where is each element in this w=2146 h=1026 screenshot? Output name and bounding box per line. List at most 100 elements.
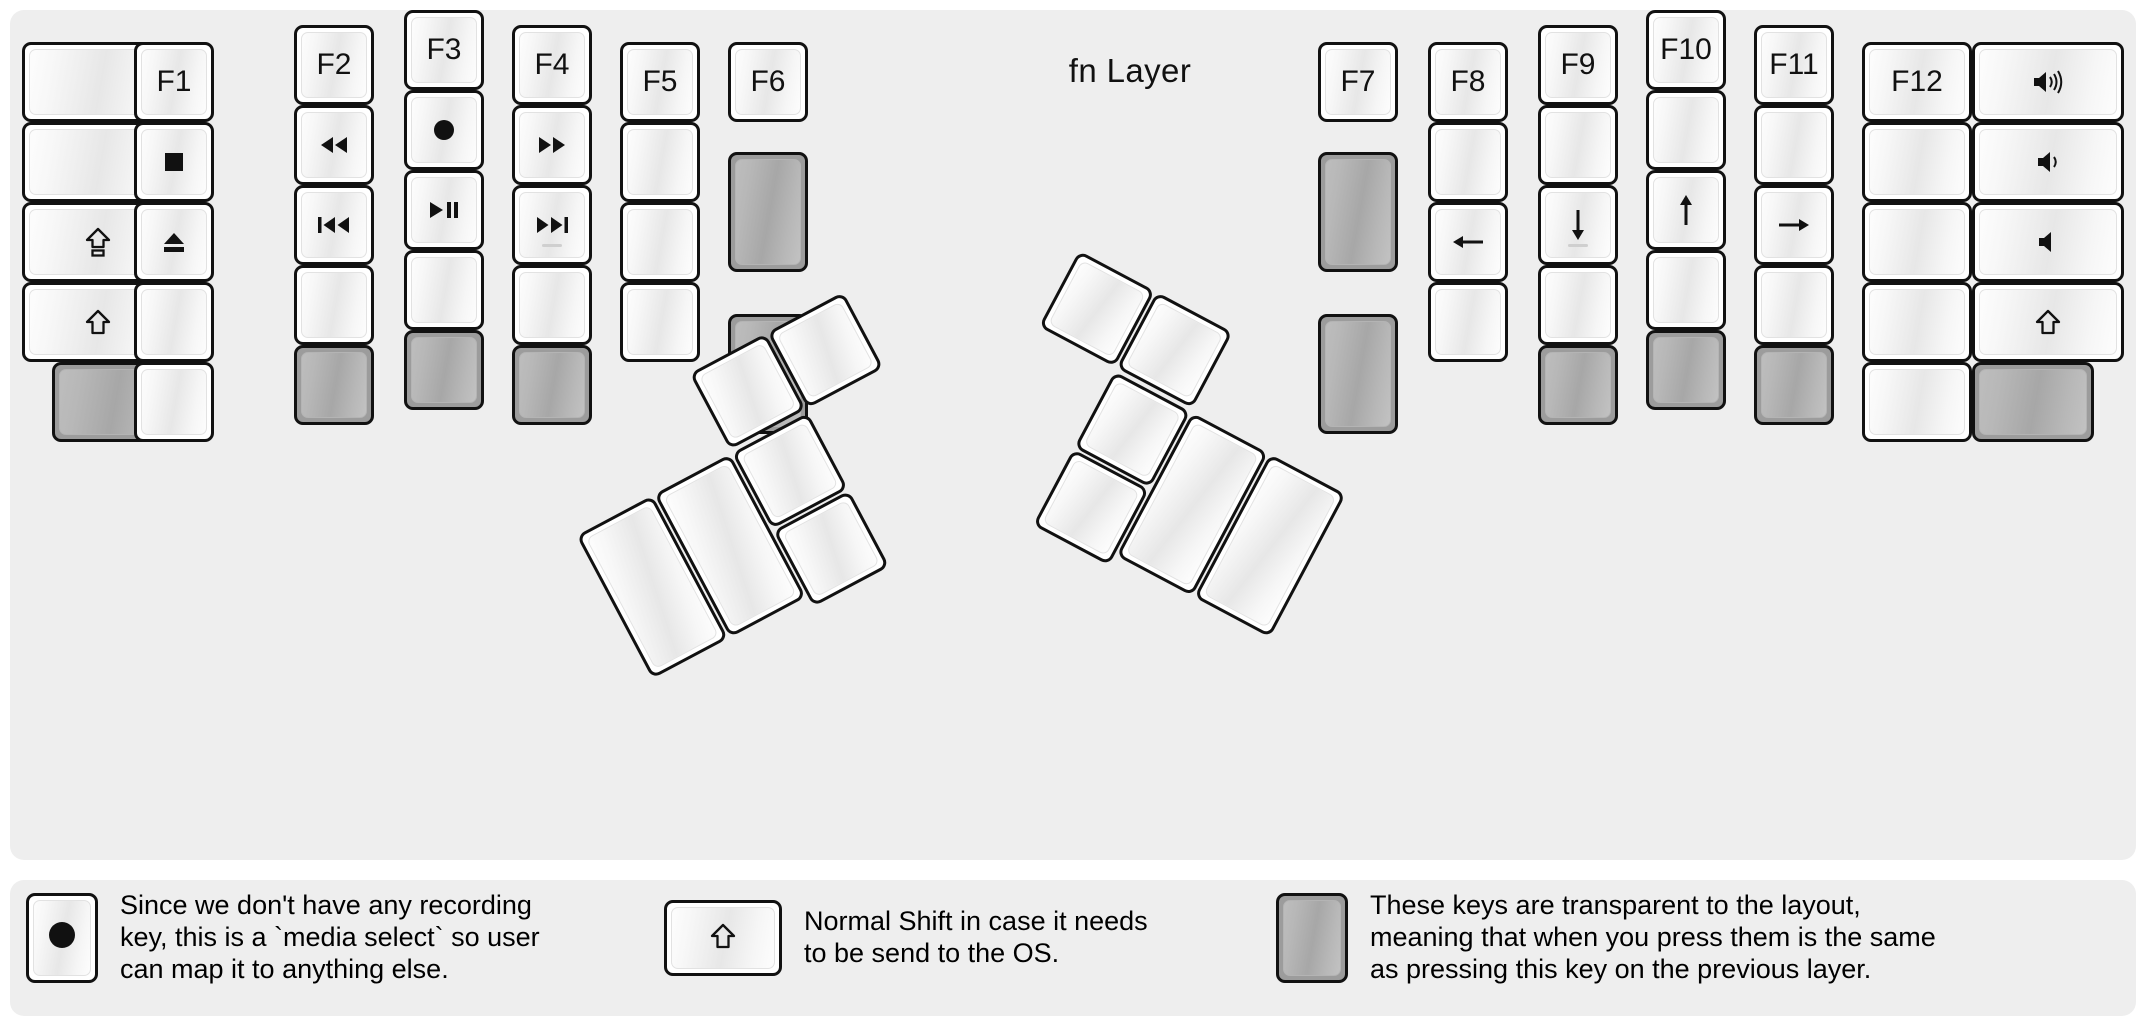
- right-col5-key5-transparent[interactable]: [1754, 345, 1834, 425]
- left-col4-key5-transparent[interactable]: [404, 330, 484, 410]
- key-cap: [1979, 49, 2117, 115]
- left-col4-key2-media-record[interactable]: [404, 90, 484, 170]
- left-col4-key1-f3[interactable]: F3: [404, 10, 484, 90]
- right-col3-key5-transparent[interactable]: [1538, 345, 1618, 425]
- right-col7-key4-shift[interactable]: [1972, 282, 2124, 362]
- right-col7-key3-volume-mute[interactable]: [1972, 202, 2124, 282]
- key-cap: [1545, 352, 1611, 418]
- shift-icon: [85, 308, 111, 336]
- right-col1-key3-transparent[interactable]: [1318, 314, 1398, 434]
- key-cap: [1435, 209, 1501, 275]
- key-cap: F2: [301, 32, 367, 98]
- key-cap: [1869, 369, 1965, 435]
- key-cap: [1761, 112, 1827, 178]
- left-col2-key1-f1[interactable]: F1: [134, 42, 214, 122]
- right-col5-key2[interactable]: [1754, 105, 1834, 185]
- key-cap: F11: [1761, 32, 1827, 98]
- left-col3-key2-media-rewind[interactable]: [294, 105, 374, 185]
- left-col5-key3-media-next[interactable]: [512, 185, 592, 265]
- homing-bar: [1568, 244, 1588, 247]
- right-col5-key3-arrow-right[interactable]: [1754, 185, 1834, 265]
- left-col5-key1-f4[interactable]: F4: [512, 25, 592, 105]
- left-col5-key4[interactable]: [512, 265, 592, 345]
- media-next-icon: [534, 215, 570, 235]
- key-cap: F6: [735, 49, 801, 115]
- key-cap: [301, 192, 367, 258]
- right-col6-key4[interactable]: [1862, 282, 1972, 362]
- right-col7-key1-volume-up[interactable]: [1972, 42, 2124, 122]
- key-cap: F4: [519, 32, 585, 98]
- key-cap: [301, 352, 367, 418]
- key-cap: [1545, 192, 1611, 258]
- key-label: F10: [1660, 33, 1712, 66]
- key-cap: [411, 257, 477, 323]
- left-col6-key3[interactable]: [620, 202, 700, 282]
- key-cap: [1325, 321, 1391, 427]
- shift-icon: [2035, 308, 2061, 336]
- key-cap: F12: [1869, 49, 1965, 115]
- left-col4-key4[interactable]: [404, 250, 484, 330]
- key-cap: F8: [1435, 49, 1501, 115]
- left-col7-key2-transparent[interactable]: [728, 152, 808, 272]
- legend-text-1: Since we don't have any recording key, t…: [120, 890, 540, 984]
- left-col2-key2-media-stop[interactable]: [134, 122, 214, 202]
- key-label: F9: [1560, 48, 1596, 81]
- right-col4-key1-f10[interactable]: F10: [1646, 10, 1726, 90]
- key-cap: [1979, 289, 2117, 355]
- key-cap: [1283, 899, 1341, 976]
- left-col3-key1-f2[interactable]: F2: [294, 25, 374, 105]
- right-col7-key5-transparent[interactable]: [1972, 362, 2094, 442]
- arrow-right-icon: [1777, 213, 1811, 237]
- right-col4-key3-arrow-up[interactable]: [1646, 170, 1726, 250]
- right-col1-key2-transparent[interactable]: [1318, 152, 1398, 272]
- left-col7-key1-f6[interactable]: F6: [728, 42, 808, 122]
- key-label: F7: [1340, 65, 1376, 98]
- key-cap: [411, 337, 477, 403]
- right-col3-key2[interactable]: [1538, 105, 1618, 185]
- right-col3-key4[interactable]: [1538, 265, 1618, 345]
- right-col5-key1-f11[interactable]: F11: [1754, 25, 1834, 105]
- key-cap: [1545, 112, 1611, 178]
- key-cap: [627, 209, 693, 275]
- right-col1-key1-f7[interactable]: F7: [1318, 42, 1398, 122]
- left-col5-key5-transparent[interactable]: [512, 345, 592, 425]
- right-col2-key4[interactable]: [1428, 282, 1508, 362]
- right-col6-key1-f12[interactable]: F12: [1862, 42, 1972, 122]
- media-record-icon: [432, 118, 456, 142]
- right-col7-key2-volume-down[interactable]: [1972, 122, 2124, 202]
- right-col4-key2[interactable]: [1646, 90, 1726, 170]
- key-cap: [411, 97, 477, 163]
- page-title: fn Layer: [1068, 52, 1192, 89]
- right-col3-key3-arrow-down[interactable]: [1538, 185, 1618, 265]
- left-col2-key4[interactable]: [134, 282, 214, 362]
- key-label: F2: [316, 48, 352, 81]
- left-col4-key3-media-play-pause[interactable]: [404, 170, 484, 250]
- left-col6-key4[interactable]: [620, 282, 700, 362]
- key-cap: [141, 289, 207, 355]
- left-col3-key4[interactable]: [294, 265, 374, 345]
- left-col5-key2-media-fast-forward[interactable]: [512, 105, 592, 185]
- right-col6-key2[interactable]: [1862, 122, 1972, 202]
- key-cap: [1869, 209, 1965, 275]
- right-col3-key1-f9[interactable]: F9: [1538, 25, 1618, 105]
- left-col6-key2[interactable]: [620, 122, 700, 202]
- right-col4-key5-transparent[interactable]: [1646, 330, 1726, 410]
- key-cap: [1761, 352, 1827, 418]
- left-col2-key3-media-eject[interactable]: [134, 202, 214, 282]
- right-col6-key3[interactable]: [1862, 202, 1972, 282]
- right-col2-key3-arrow-left[interactable]: [1428, 202, 1508, 282]
- left-col3-key3-media-previous[interactable]: [294, 185, 374, 265]
- media-record-icon: [47, 920, 77, 955]
- right-col6-key5[interactable]: [1862, 362, 1972, 442]
- left-col6-key1-f5[interactable]: F5: [620, 42, 700, 122]
- right-col5-key4[interactable]: [1754, 265, 1834, 345]
- right-col2-key1-f8[interactable]: F8: [1428, 42, 1508, 122]
- key-label: F8: [1450, 65, 1486, 98]
- left-col2-key5[interactable]: [134, 362, 214, 442]
- left-col3-key5-transparent[interactable]: [294, 345, 374, 425]
- key-cap: F7: [1325, 49, 1391, 115]
- right-col4-key4[interactable]: [1646, 250, 1726, 330]
- right-col2-key2[interactable]: [1428, 122, 1508, 202]
- key-label: F3: [426, 33, 462, 66]
